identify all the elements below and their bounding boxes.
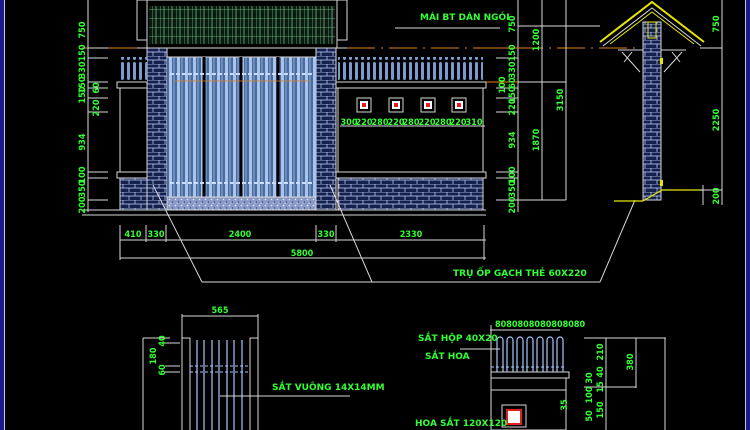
label-steel-flower-box: HOA SẮT 120X120 [415, 416, 507, 429]
right-dimension-chain: 750 150 330 100 60 150 220 934 100 350 2… [486, 0, 600, 213]
svg-text:220: 220 [356, 118, 373, 128]
svg-text:2400: 2400 [229, 230, 252, 240]
svg-text:200: 200 [508, 196, 518, 213]
label-square-steel: SẮT VUÔNG 14X14MM [272, 380, 385, 393]
svg-text:1200: 1200 [532, 28, 542, 51]
svg-text:350: 350 [78, 180, 88, 197]
svg-text:150: 150 [78, 76, 88, 93]
svg-text:100: 100 [585, 386, 595, 403]
main-elevation [82, 0, 640, 283]
svg-text:200: 200 [78, 196, 88, 213]
viewport-border-left-inner [4, 0, 5, 430]
svg-text:60: 60 [92, 82, 102, 94]
svg-text:40: 40 [596, 366, 606, 378]
svg-text:40: 40 [158, 335, 168, 347]
label-roof-tile: MÁI BT DÁN NGÓI [420, 11, 510, 23]
svg-text:280: 280 [372, 118, 389, 128]
svg-text:150: 150 [596, 401, 606, 418]
decor-tiles [356, 97, 467, 113]
svg-text:15: 15 [596, 381, 606, 393]
bottom-dimension-chain: 410 330 2400 330 2330 5800 [119, 225, 486, 260]
svg-text:750: 750 [712, 15, 722, 32]
svg-text:30: 30 [585, 372, 595, 384]
svg-text:330: 330 [508, 61, 518, 78]
svg-text:350: 350 [508, 180, 518, 197]
svg-text:300: 300 [341, 118, 358, 128]
svg-text:150: 150 [508, 44, 518, 61]
svg-text:210: 210 [596, 343, 606, 360]
svg-text:5800: 5800 [291, 249, 314, 259]
svg-text:150: 150 [508, 86, 518, 103]
svg-text:750: 750 [78, 21, 88, 38]
svg-text:200: 200 [712, 187, 722, 204]
svg-text:1870: 1870 [532, 128, 542, 151]
viewport-border-left [0, 0, 4, 430]
left-dimension-chain: 750 150 330 150 60 150 220 934 100 350 2… [78, 0, 108, 213]
svg-text:750: 750 [508, 15, 518, 32]
svg-text:2250: 2250 [712, 108, 722, 131]
svg-text:180: 180 [149, 347, 159, 364]
svg-text:934: 934 [508, 131, 518, 148]
svg-text:100: 100 [78, 166, 88, 183]
svg-text:220: 220 [92, 99, 102, 116]
svg-text:410: 410 [125, 230, 142, 240]
viewport-border-right-inner [745, 0, 746, 430]
svg-text:330: 330 [318, 230, 335, 240]
svg-text:220: 220 [419, 118, 436, 128]
svg-text:280: 280 [435, 118, 452, 128]
svg-text:60: 60 [158, 364, 168, 376]
svg-text:220: 220 [450, 118, 467, 128]
svg-text:310: 310 [466, 118, 483, 128]
window-spacing-dims: 300 220 280 220 280 220 280 220 310 [340, 118, 485, 128]
svg-text:330: 330 [148, 230, 165, 240]
svg-text:35: 35 [560, 399, 570, 411]
svg-text:100: 100 [498, 76, 508, 93]
label-column-clad: TRỤ ỐP GẠCH THẺ 60X220 [453, 266, 587, 279]
viewport-border-right [746, 0, 750, 430]
svg-text:2330: 2330 [400, 230, 423, 240]
svg-text:60: 60 [508, 77, 518, 89]
gate-detail: 565 180 40 60 S [142, 306, 385, 430]
svg-text:150: 150 [78, 86, 88, 103]
svg-text:100: 100 [508, 166, 518, 183]
svg-text:150: 150 [78, 44, 88, 61]
svg-text:280: 280 [403, 118, 420, 128]
svg-text:50: 50 [585, 410, 595, 422]
fence-detail: 8080808080808080 35 SẮT HỘP 40X20 SẮT HO… [415, 320, 666, 430]
label-box-steel: SẮT HỘP 40X20 [418, 331, 498, 344]
svg-text:380: 380 [626, 353, 636, 370]
svg-text:3150: 3150 [556, 88, 566, 111]
svg-text:565: 565 [212, 306, 229, 316]
label-flower-steel: SẮT HOA [425, 349, 470, 362]
svg-text:330: 330 [78, 61, 88, 78]
svg-text:8080808080808080: 8080808080808080 [495, 320, 586, 330]
svg-text:220: 220 [508, 98, 518, 115]
svg-text:220: 220 [388, 118, 405, 128]
svg-text:934: 934 [78, 133, 88, 150]
side-section: 750 2250 200 [599, 0, 723, 205]
